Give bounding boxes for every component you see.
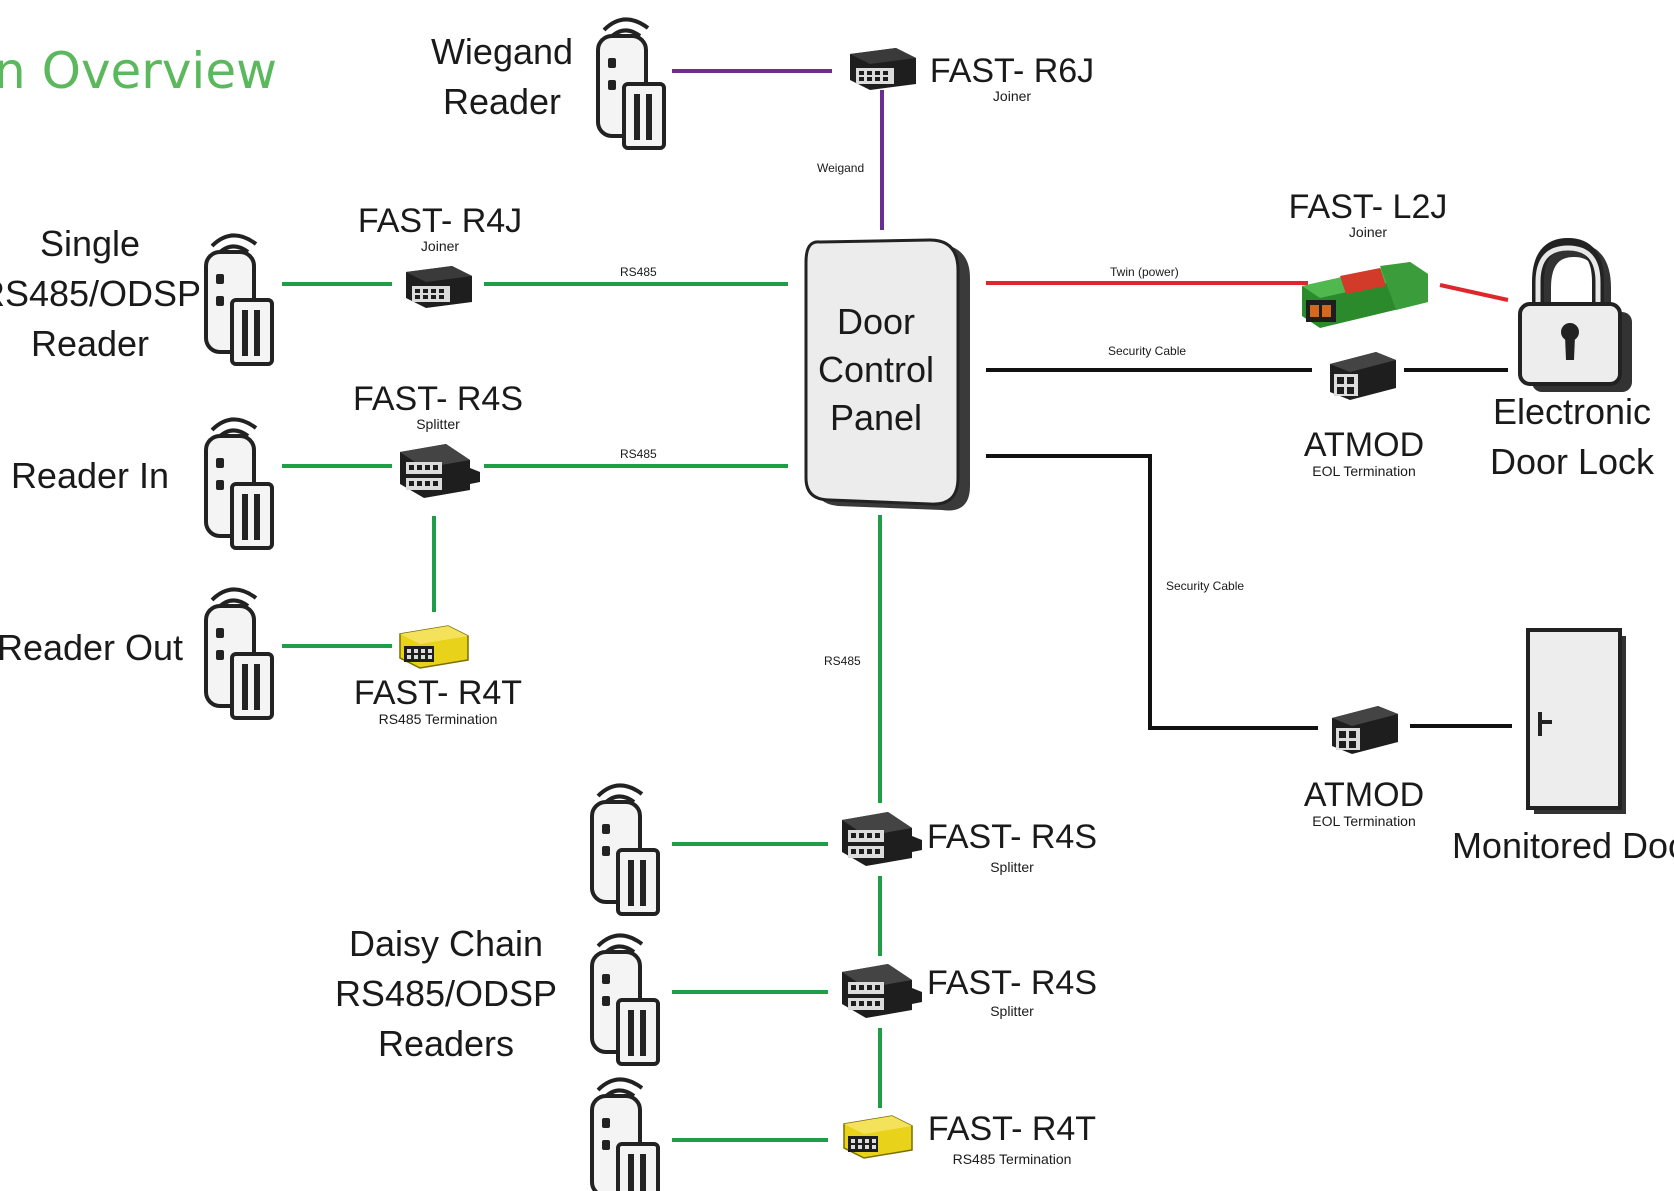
wiegand-reader-icon bbox=[596, 17, 666, 151]
fast-r4j-name: FAST- R4J bbox=[358, 202, 522, 240]
wire-label-rs485-in: RS485 bbox=[620, 447, 657, 461]
wiegand-reader-label-1: Wiegand bbox=[431, 31, 573, 72]
atmod-lock-name: ATMOD bbox=[1304, 426, 1424, 464]
panel-label-line1: Door bbox=[837, 301, 915, 342]
fast-r4s-sub: Splitter bbox=[416, 416, 460, 432]
door-lock-label-1: Electronic bbox=[1493, 391, 1651, 432]
wire-label-wiegand: Weigand bbox=[817, 161, 864, 175]
chain-terminator-name: FAST- R4T bbox=[928, 1110, 1096, 1148]
chain-splitter-1-sub: Splitter bbox=[990, 859, 1034, 875]
reader-out-label: Reader Out bbox=[0, 627, 183, 668]
fast-r4s-name: FAST- R4S bbox=[353, 380, 523, 418]
wire-security-door bbox=[986, 454, 1318, 730]
fast-r6j-sub: Joiner bbox=[993, 88, 1031, 104]
padlock-icon bbox=[1518, 237, 1632, 392]
door-lock-label-2: Door Lock bbox=[1490, 441, 1655, 482]
fast-r4t-name: FAST- R4T bbox=[354, 674, 522, 712]
wiegand-reader-label-2: Reader bbox=[443, 81, 561, 122]
single-reader-label-3: Reader bbox=[31, 323, 149, 364]
daisy-chain-label-2: RS485/ODSP bbox=[335, 973, 557, 1014]
door-control-panel: Door Control Panel bbox=[804, 238, 970, 511]
single-reader-icon bbox=[204, 233, 274, 366]
wire-label-twin-power: Twin (power) bbox=[1110, 265, 1179, 279]
fast-r4j-sub: Joiner bbox=[421, 238, 459, 254]
chain-splitter-1-icon bbox=[842, 812, 922, 866]
fast-r4t-terminator-icon bbox=[399, 625, 469, 669]
chain-splitter-2-icon bbox=[842, 964, 922, 1018]
fast-l2j-name: FAST- L2J bbox=[1289, 188, 1448, 226]
atmod-lock-icon bbox=[1330, 352, 1396, 400]
single-reader-label-2: RS485/ODSP bbox=[0, 273, 201, 314]
chain-reader-1-icon bbox=[590, 783, 660, 916]
chain-reader-3-icon bbox=[590, 1077, 660, 1191]
fast-r4s-splitter-icon bbox=[400, 444, 480, 498]
reader-in-icon bbox=[204, 417, 274, 550]
fast-r4t-sub: RS485 Termination bbox=[379, 711, 498, 727]
daisy-chain-label-1: Daisy Chain bbox=[349, 923, 543, 964]
monitored-door-label: Monitored Door bbox=[1452, 825, 1674, 866]
fast-r6j-joiner-icon bbox=[850, 48, 916, 90]
fast-r4j-joiner-icon bbox=[406, 266, 472, 308]
wire-label-security-door: Security Cable bbox=[1166, 579, 1244, 593]
atmod-lock-sub: EOL Termination bbox=[1312, 463, 1416, 479]
wire-label-security-lock: Security Cable bbox=[1108, 344, 1186, 358]
chain-terminator-icon bbox=[843, 1115, 913, 1159]
chain-terminator-sub: RS485 Termination bbox=[953, 1151, 1072, 1167]
wire-label-rs485-single: RS485 bbox=[620, 265, 657, 279]
atmod-door-name: ATMOD bbox=[1304, 776, 1424, 814]
chain-splitter-2-sub: Splitter bbox=[990, 1003, 1034, 1019]
reader-in-label: Reader In bbox=[11, 455, 169, 496]
chain-reader-2-icon bbox=[590, 933, 660, 1066]
reader-out-icon bbox=[204, 587, 274, 720]
page-title: n Overview bbox=[0, 42, 277, 100]
fast-r6j-name: FAST- R6J bbox=[930, 52, 1094, 90]
panel-label-line3: Panel bbox=[830, 397, 922, 438]
door-icon bbox=[1526, 628, 1626, 814]
wire-lock-power bbox=[1439, 283, 1509, 302]
panel-label-line2: Control bbox=[818, 349, 934, 390]
fast-l2j-joiner-icon bbox=[1302, 262, 1428, 328]
chain-splitter-1-name: FAST- R4S bbox=[927, 818, 1097, 856]
fast-l2j-sub: Joiner bbox=[1349, 224, 1387, 240]
daisy-chain-label-3: Readers bbox=[378, 1023, 514, 1064]
chain-splitter-2-name: FAST- R4S bbox=[927, 964, 1097, 1002]
atmod-door-sub: EOL Termination bbox=[1312, 813, 1416, 829]
wire-label-rs485-down: RS485 bbox=[824, 654, 861, 668]
atmod-door-icon bbox=[1332, 706, 1398, 754]
single-reader-label-1: Single bbox=[40, 223, 140, 264]
